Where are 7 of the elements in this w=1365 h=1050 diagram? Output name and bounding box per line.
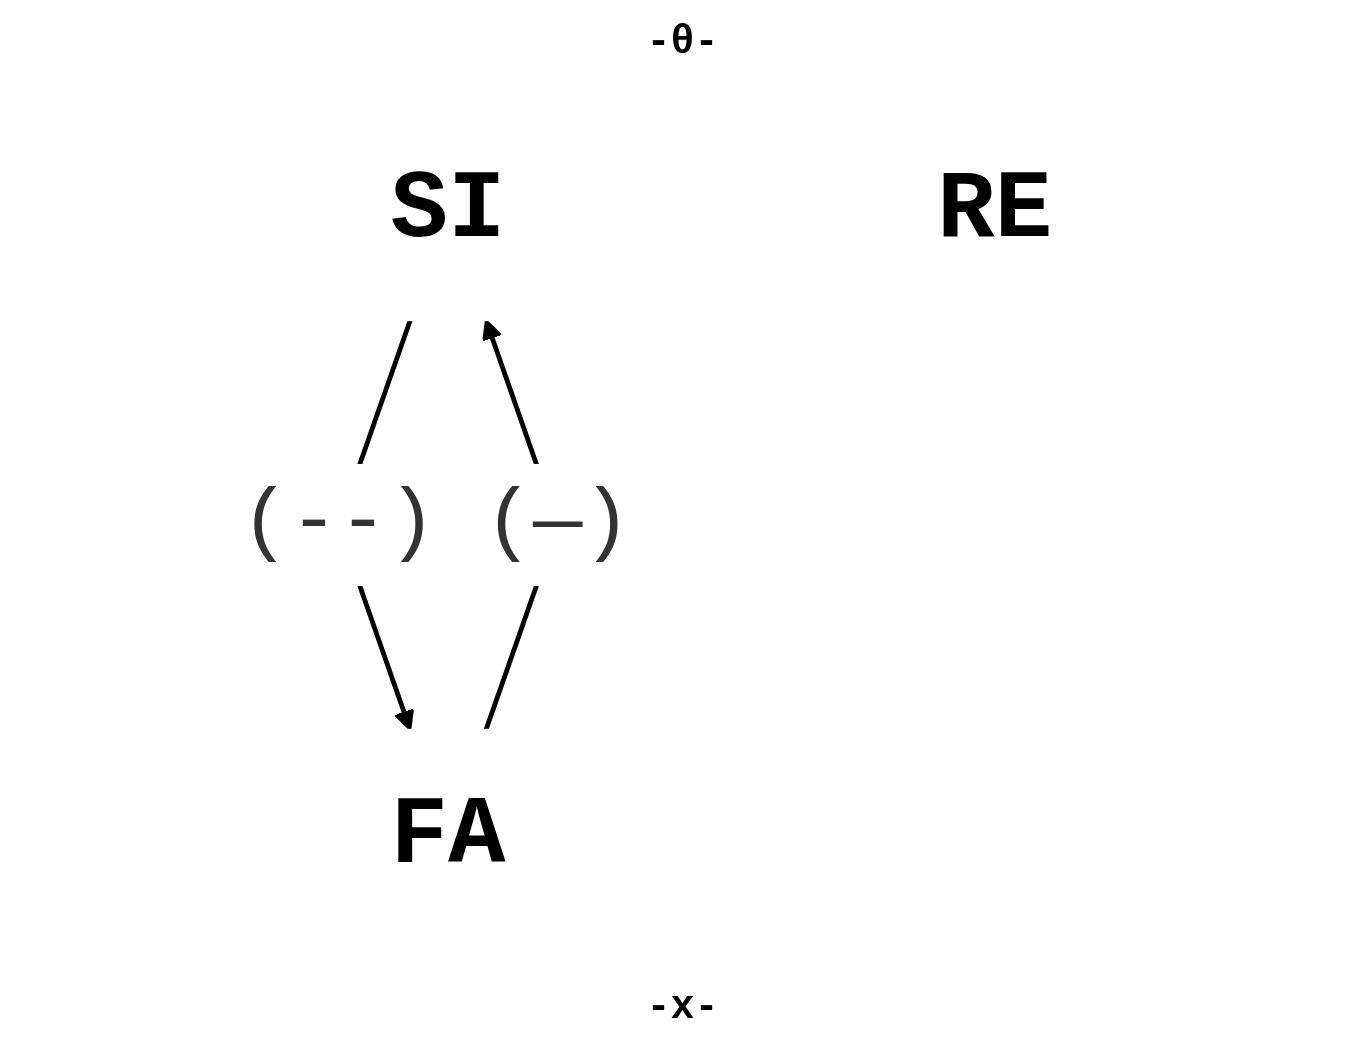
edge-label: (--) bbox=[240, 478, 437, 570]
note-symbol: -θ- bbox=[646, 20, 719, 65]
edge-label: (—) bbox=[484, 478, 632, 570]
note-symbol: -x- bbox=[646, 985, 719, 1030]
node-text: SI bbox=[390, 156, 506, 265]
node-text: RE bbox=[937, 156, 1053, 265]
node-text: FA bbox=[390, 782, 506, 891]
